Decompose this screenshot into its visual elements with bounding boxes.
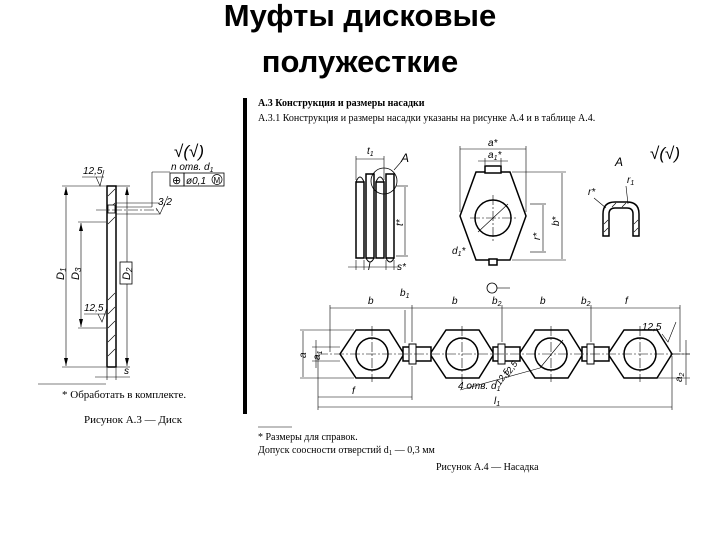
chain-dim-b2-b: b2	[581, 296, 591, 308]
sleeve-drawing: А.3 Конструкция и размеры насадки А.3.1 …	[258, 98, 690, 473]
sleeve-dim-a: a*	[488, 138, 499, 149]
chain-dim-b-3: b	[540, 296, 546, 307]
disk-caption: Рисунок А.3 — Диск	[84, 414, 183, 426]
sleeve-roughness-general-icon: √(√)	[650, 144, 680, 163]
sleeve-dim-s: s*	[397, 262, 407, 273]
chain-dim-b-4: f	[625, 296, 629, 307]
slide-title-line-2: полужесткие	[261, 44, 459, 79]
chain-dim-a1: a1	[312, 350, 324, 360]
chain-dim-l1: l1	[494, 396, 500, 408]
disk-dim-D1: D1	[55, 268, 68, 280]
disk-tolerance-value: ø0,1	[186, 176, 206, 187]
disk-drawing: √(√) n отв. d1 ⊕ ø0,1 M 3,2 12,5	[38, 142, 225, 426]
sleeve-dim-a1: a1*	[488, 150, 502, 162]
sleeve-subheading: А.3.1 Конструкция и размеры насадки указ…	[258, 113, 595, 124]
disk-roughness-12-5-mid: 12,5	[84, 303, 104, 314]
sleeve-dim-l: l	[368, 262, 371, 273]
disk-dim-D3: D3	[70, 267, 83, 280]
position-tolerance-icon: ⊕	[172, 175, 181, 187]
slide-title-line-1: Муфты дисковые	[223, 0, 497, 33]
sleeve-caption: Рисунок А.4 — Насадка	[436, 462, 539, 473]
sleeve-hex-view: a* a1* b* r* d1*	[452, 138, 566, 266]
sleeve-chain-view: b b b f b1 b2 b2 a a1 a2	[298, 282, 690, 410]
chain-dim-b-2: b	[452, 296, 458, 307]
chain-dim-b2-a: b2	[492, 296, 502, 308]
detail-A-dim-r: r*	[588, 187, 596, 198]
chain-dim-b1: b1	[400, 288, 410, 300]
sleeve-footnote-2: Допуск соосности отверстий d1 — 0,3 мм	[258, 445, 436, 457]
sleeve-dim-r: r*	[532, 232, 543, 240]
sleeve-label-A: A	[400, 151, 409, 165]
sleeve-detail-A: A r* r1	[588, 155, 640, 237]
sleeve-side-view: A t1 t* l s*	[348, 146, 409, 273]
disk-dim-s: s	[124, 366, 129, 377]
chain-dim-f: f	[352, 386, 356, 397]
max-material-modifier-icon: M	[214, 176, 221, 185]
sleeve-footnote-1: * Размеры для справок.	[258, 432, 358, 443]
sleeve-heading: А.3 Конструкция и размеры насадки	[258, 98, 425, 109]
chain-roughness-12-5-top: 12,5	[642, 322, 662, 333]
separator	[243, 98, 247, 414]
chain-dim-a2: a2	[674, 372, 686, 382]
disk-roughness-12-5-top: 12,5	[83, 166, 103, 177]
chain-holes-note: 4 отв. d1	[458, 381, 501, 393]
disk-holes-note: n отв. d1	[171, 162, 214, 174]
disk-section	[106, 185, 117, 368]
sleeve-dim-t: t*	[395, 218, 406, 226]
detail-A-label: A	[614, 155, 623, 169]
disk-dim-D2: D2	[121, 267, 134, 280]
detail-A-dim-r1: r1	[627, 175, 634, 187]
sleeve-dim-b: b*	[551, 215, 562, 226]
disk-roughness-general-icon: √(√)	[174, 142, 204, 161]
disk-footnote: * Обработать в комплекте.	[62, 389, 186, 401]
sleeve-dim-t1: t1	[367, 146, 374, 158]
chain-dim-a: a	[298, 352, 309, 358]
sleeve-dim-d1: d1*	[452, 246, 466, 258]
chain-dim-b-1: b	[368, 296, 374, 307]
